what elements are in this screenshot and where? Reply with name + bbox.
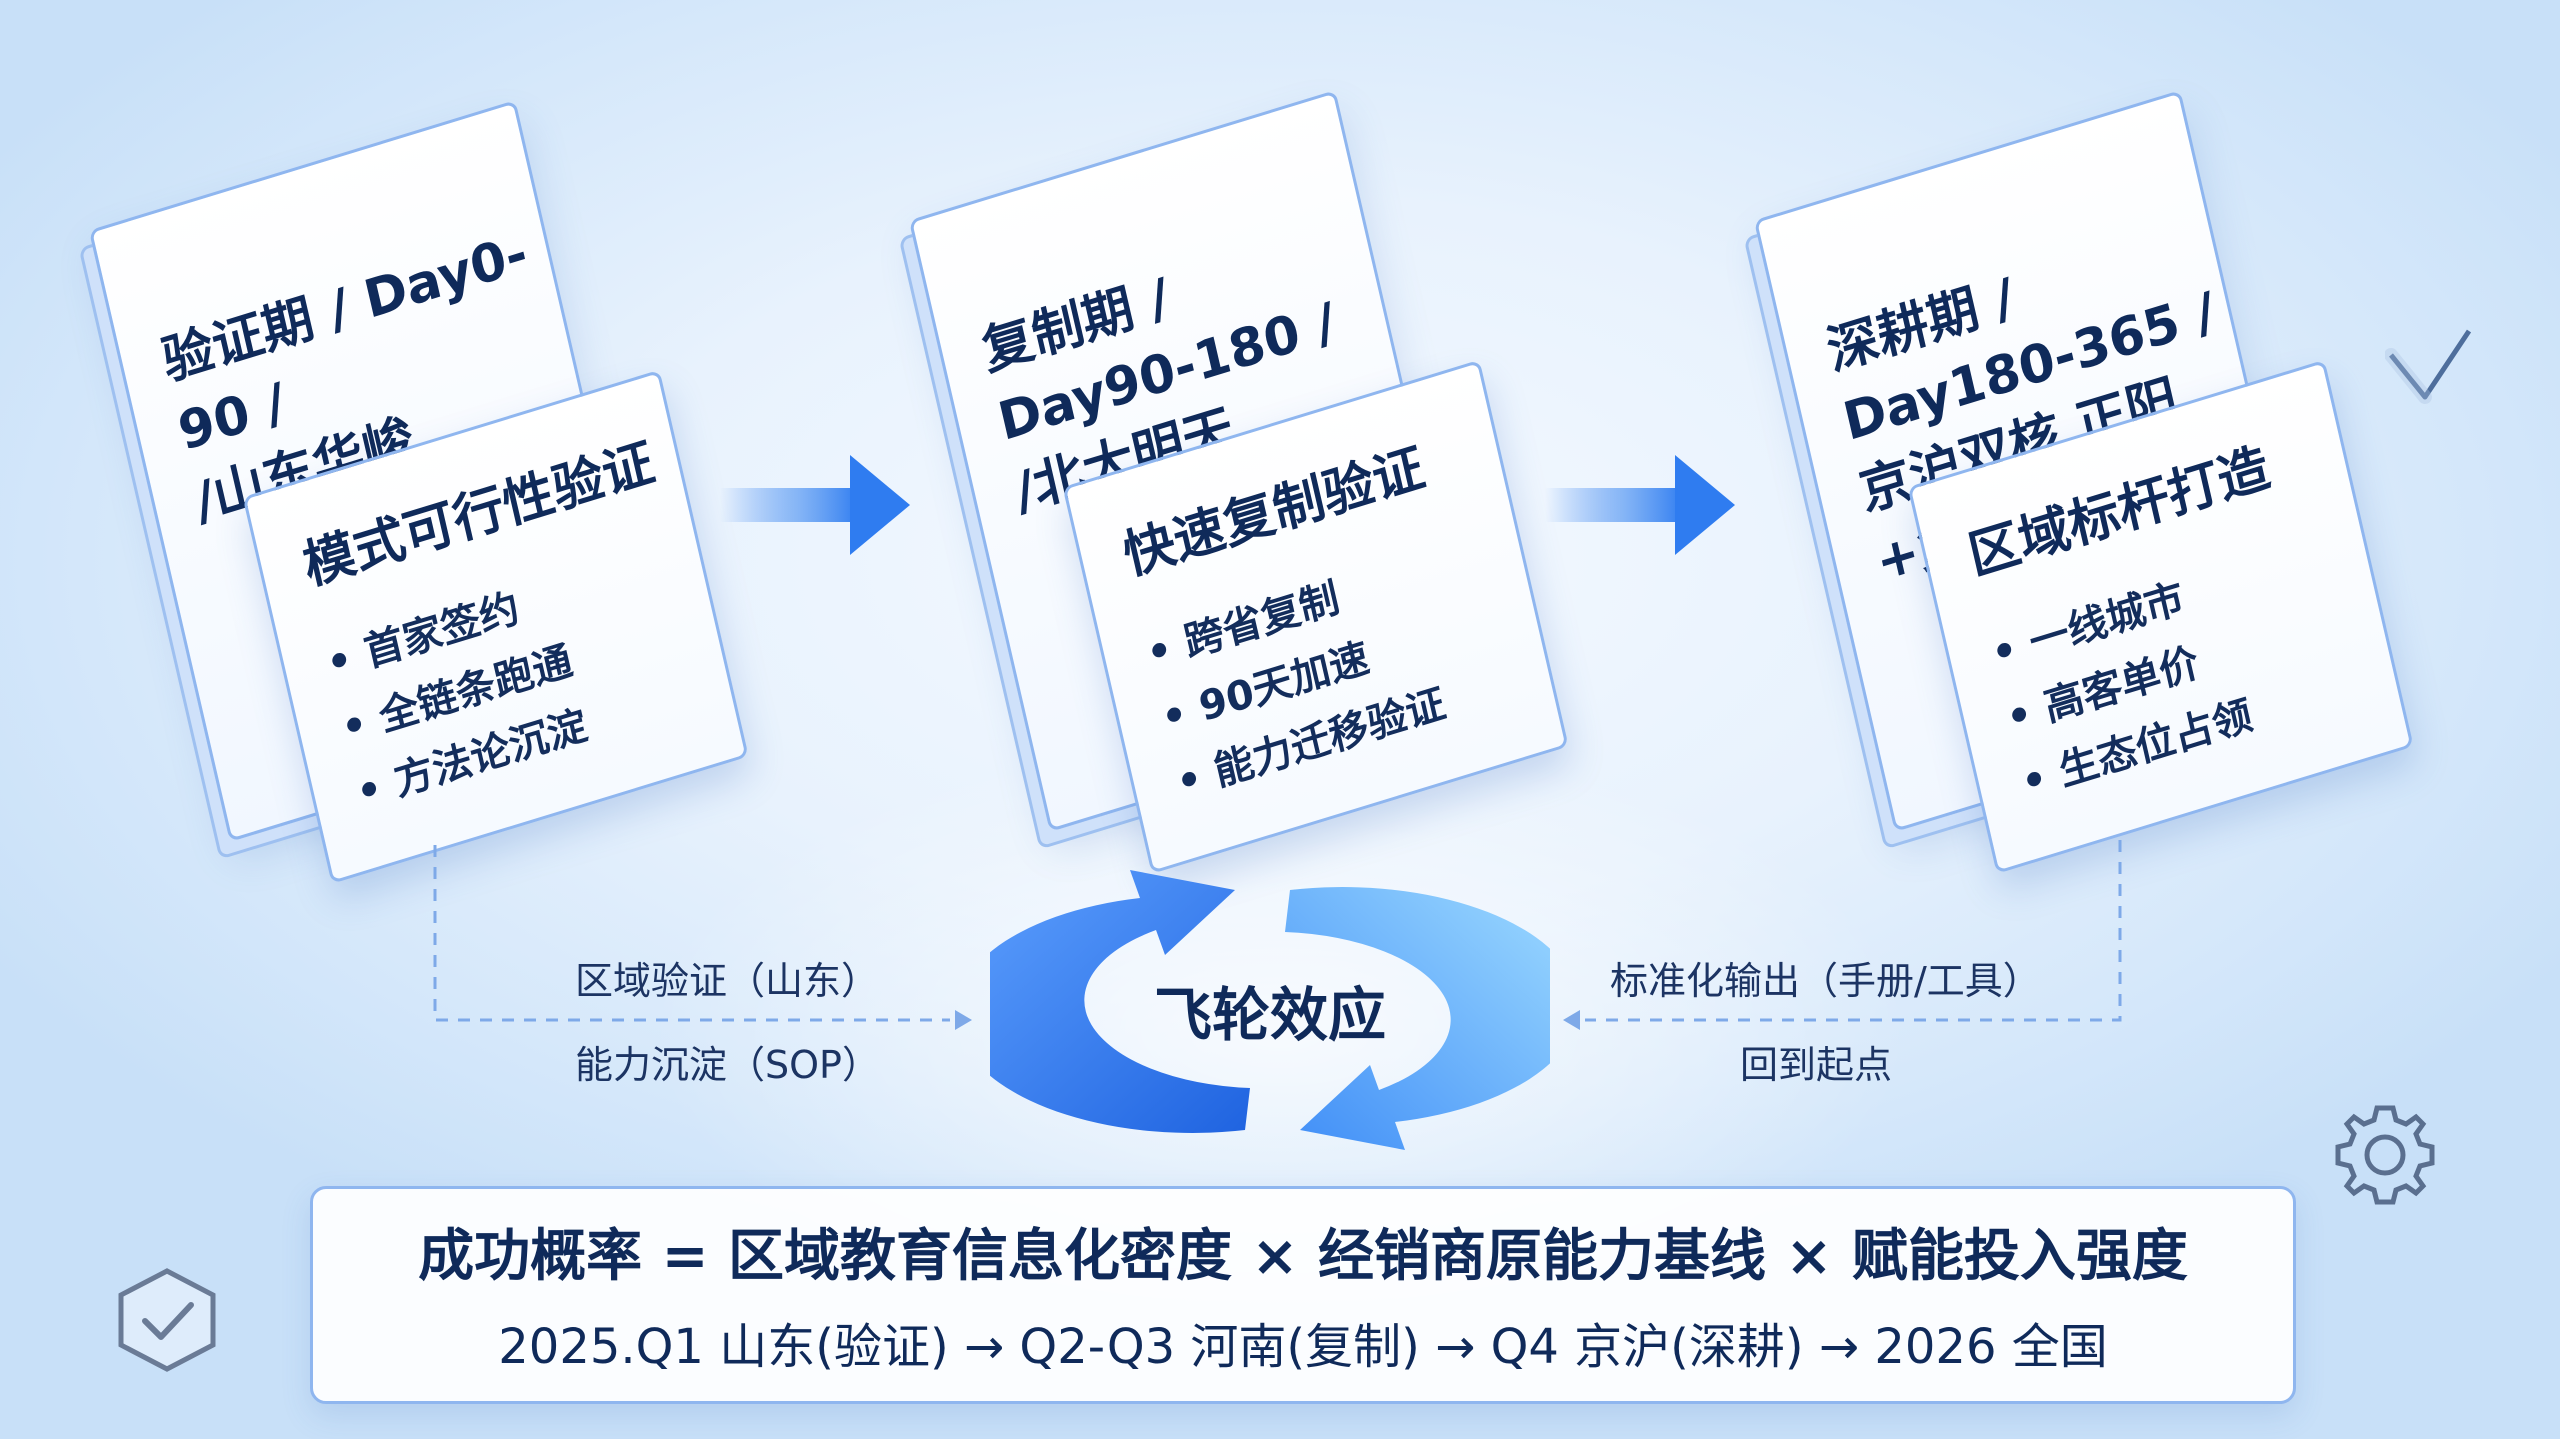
flywheel-cycle-icon — [990, 870, 1550, 1150]
flywheel-label: 飞轮效应 — [1153, 981, 1386, 1049]
rollout-timeline: 2025.Q1 山东(验证) → Q2-Q3 河南(复制) → Q4 京沪(深耕… — [498, 1319, 2108, 1375]
checkmark-icon — [2385, 329, 2472, 404]
flywheel-right-bottom-label: 回到起点 — [1740, 1043, 1893, 1087]
flywheel-left-bottom-label: 能力沉淀（SOP） — [575, 1043, 880, 1087]
flywheel-right-top-label: 标准化输出（手册/工具） — [1610, 959, 2041, 1003]
flow-arrow-right-icon — [1545, 455, 1735, 555]
success-formula: 成功概率 = 区域教育信息化密度 × 经销商原能力基线 × 赋能投入强度 — [418, 1224, 2188, 1289]
shield-check-icon — [118, 1268, 216, 1372]
stage-bullet-list: 首家签约 全链条跑通 方法论沉淀 — [320, 563, 594, 826]
stage-bullet-list: 一线城市 高客单价 生态位占领 — [1985, 553, 2259, 816]
gear-icon — [2335, 1105, 2435, 1205]
formula-panel: 成功概率 = 区域教育信息化密度 × 经销商原能力基线 × 赋能投入强度 202… — [310, 1186, 2296, 1404]
stage-bullet-list: 跨省复制 90天加速 能力迁移验证 — [1140, 542, 1452, 817]
flow-arrow-right-icon — [720, 455, 910, 555]
flywheel-left-top-label: 区域验证（山东） — [575, 959, 880, 1003]
